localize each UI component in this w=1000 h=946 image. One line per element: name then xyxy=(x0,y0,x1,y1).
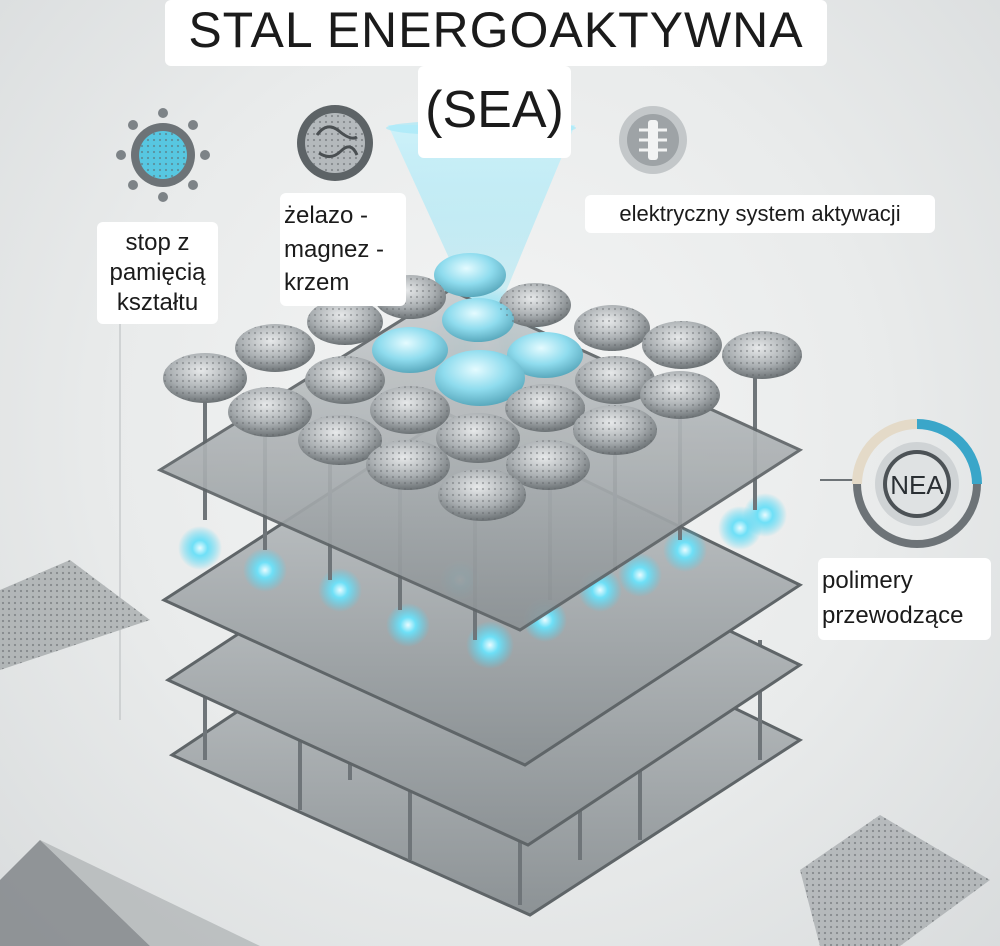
title-line-1: STAL ENERGOAKTYWNA xyxy=(165,0,827,66)
decor-pyramid-left xyxy=(0,560,150,670)
sphere-mesh-icon xyxy=(297,105,373,181)
lattice-cap-texture xyxy=(163,275,802,521)
electric-component-icon xyxy=(619,106,687,174)
decor-pyramid-bottom-right xyxy=(800,815,990,946)
label-electric-activation-system: elektryczny system aktywacji xyxy=(585,195,935,233)
label-conductive-polymers: polimery przewodzące xyxy=(818,558,991,640)
energoactive-steel-lattice xyxy=(156,253,804,917)
label-shape-memory-alloy: stop z pamięcią kształtu xyxy=(97,222,218,324)
gauge-label: NEA xyxy=(890,470,944,500)
decor-pyramid-bottom-left xyxy=(0,840,260,946)
nea-gauge: NEA xyxy=(852,419,982,548)
sphere-alloy-icon xyxy=(116,108,210,202)
label-iron-magnesium-silicon: żelazo - magnez - krzem xyxy=(280,193,406,306)
title-line-2: (SEA) xyxy=(418,66,571,158)
